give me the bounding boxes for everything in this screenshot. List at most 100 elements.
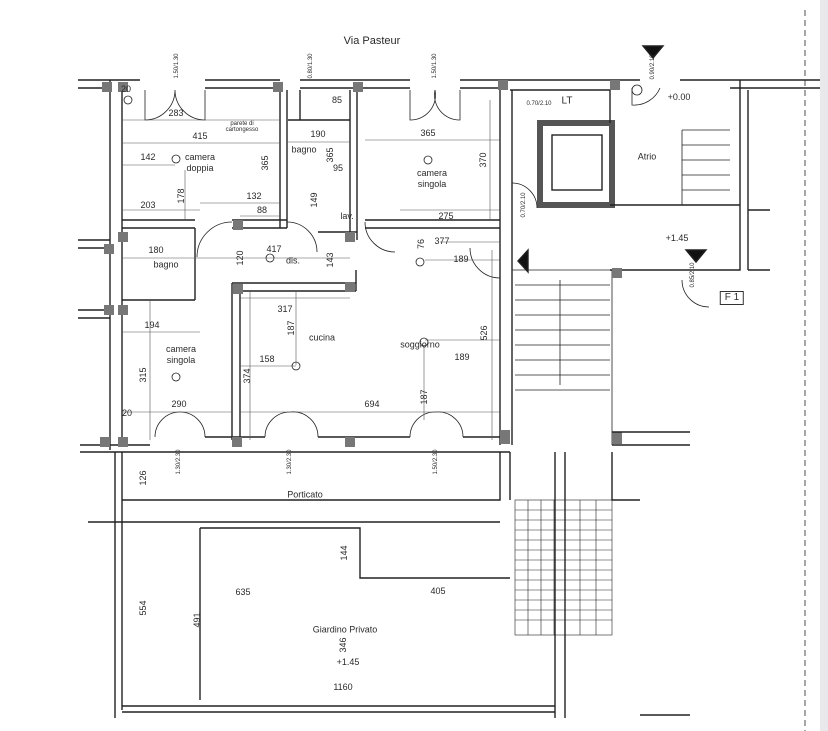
room-cucina: cucina — [308, 332, 336, 343]
door-size-label: 1.50/2.30 — [433, 449, 439, 475]
dimension-label: 290 — [171, 399, 187, 409]
door-size-label: 0.70/2.10 — [521, 192, 527, 218]
room-label-line: camera — [416, 168, 448, 178]
dimension-label: 694 — [364, 399, 380, 409]
dimension-label: 187 — [419, 389, 429, 405]
lift-shaft — [537, 120, 615, 208]
dimension-label: 365 — [420, 128, 436, 138]
dimension-label: 95 — [332, 163, 344, 173]
room-bagno-2: bagno — [153, 259, 179, 270]
dimension-label: 526 — [479, 325, 489, 341]
room-giardino: Giardino Privato — [312, 624, 378, 635]
dimension-label: 417 — [266, 244, 282, 254]
dimension-label: 405 — [430, 586, 446, 596]
dimension-label: 20 — [120, 84, 132, 94]
dimension-label: 377 — [434, 236, 450, 246]
room-lt: LT — [561, 95, 573, 107]
wall-piers — [100, 80, 622, 447]
dimension-label: 143 — [325, 252, 335, 268]
dimension-label: 178 — [176, 188, 186, 204]
dimension-label: 149 — [309, 192, 319, 208]
room-bagno-1: bagno — [291, 144, 317, 155]
dimension-label: 346 — [338, 637, 348, 653]
dimension-label: 76 — [416, 238, 426, 250]
internal-walls — [122, 90, 500, 440]
door-size-label: 0.85/2.10 — [690, 262, 696, 288]
dimension-label: 88 — [256, 205, 268, 215]
dimension-lines — [122, 100, 500, 440]
elevation-label: +0.00 — [667, 92, 691, 102]
apartment-wall-right — [499, 80, 513, 445]
dimension-label: 187 — [286, 320, 296, 336]
stair-steps — [512, 129, 730, 445]
porticato-outline — [114, 431, 690, 718]
dimension-label: 491 — [192, 612, 202, 628]
room-label-line: singola — [166, 355, 196, 365]
dimension-label: 415 — [192, 131, 208, 141]
dimension-label: 554 — [138, 600, 148, 616]
dimension-label: 142 — [140, 152, 156, 162]
exterior-wall-top — [78, 79, 828, 89]
room-label-line: singola — [417, 179, 447, 189]
dimension-label: 370 — [478, 152, 488, 168]
door-size-label: 0.70/2.10 — [526, 101, 552, 107]
entrance-arrow-top — [641, 45, 665, 60]
entrance-arrow-right — [684, 249, 708, 264]
note-line: parete di — [230, 121, 254, 127]
door-size-label: 1.50/1.30 — [174, 53, 180, 79]
unit-label: F 1 — [719, 291, 745, 305]
dimension-label: 275 — [438, 211, 454, 221]
room-label-line: camera — [184, 152, 216, 162]
dimension-label: 158 — [259, 354, 275, 364]
door-size-label: 0.90/2.10 — [650, 54, 656, 80]
door-size-label: 1.30/2.30 — [287, 449, 293, 475]
street-name: Via Pasteur — [343, 35, 401, 47]
door-size-label: 1.50/1.30 — [432, 53, 438, 79]
entrance-arrow-left — [517, 248, 529, 274]
door-size-label: 0.80/1.30 — [308, 53, 314, 79]
dimension-label: 190 — [310, 129, 326, 139]
lt-walls — [510, 80, 770, 271]
dimension-label: 365 — [325, 147, 335, 163]
dimension-label: 1160 — [333, 682, 353, 692]
door-size-label: 1.30/2.30 — [176, 449, 182, 475]
room-porticato: Porticato — [287, 489, 323, 500]
dimension-label: 20 — [121, 408, 133, 418]
room-label-line: camera — [165, 344, 197, 354]
dimension-label: 85 — [331, 95, 343, 105]
room-disimpegno: dis. — [285, 255, 301, 266]
dimension-label: 132 — [246, 191, 262, 201]
lavabo-label: lav. — [340, 211, 354, 221]
dimension-label: 120 — [235, 250, 245, 266]
door-swings — [144, 87, 710, 438]
dimension-label: 180 — [148, 245, 164, 255]
dimension-label: 203 — [140, 200, 156, 210]
exterior-wall-left — [78, 80, 123, 450]
room-soggiorno: soggiorno — [400, 339, 440, 350]
elevation-label: +1.45 — [665, 233, 689, 243]
dimension-label: 126 — [138, 470, 148, 486]
dimension-label: 194 — [144, 320, 160, 330]
dimension-label: 374 — [242, 368, 252, 384]
dimension-label: 189 — [453, 254, 469, 264]
lift-cabin — [551, 134, 603, 191]
dimension-label: 144 — [339, 545, 349, 561]
light-points — [123, 84, 643, 382]
dimension-label: 315 — [138, 367, 148, 383]
exterior-wall-bottom — [80, 436, 510, 453]
elevation-label: +1.45 — [336, 657, 360, 667]
dimension-label: 189 — [454, 352, 470, 362]
dimension-label: 365 — [260, 155, 270, 171]
dimension-label: 283 — [168, 108, 184, 118]
dimension-label: 635 — [235, 587, 251, 597]
screen-edge — [820, 0, 828, 731]
room-label-line: doppia — [186, 163, 214, 173]
garden-outline — [88, 521, 690, 716]
dimension-label: 317 — [277, 304, 293, 314]
room-atrio: Atrio — [637, 151, 657, 162]
garden-stairs — [514, 499, 613, 636]
